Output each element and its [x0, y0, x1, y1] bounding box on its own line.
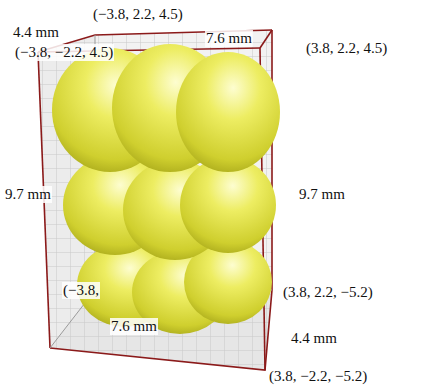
dimension-label: 9.7 mm	[298, 186, 346, 203]
coordinate-label: (3.8, −2.2, −5.2)	[268, 368, 368, 385]
dimension-label: 9.7 mm	[4, 186, 52, 203]
dimension-label: 7.6 mm	[110, 318, 158, 335]
dimension-label: 4.4 mm	[290, 330, 338, 347]
coordinate-label: (3.8, 2.2, 4.5)	[305, 40, 388, 57]
coordinate-label: (−3.8, −2.2, 4.5)	[14, 44, 114, 61]
coordinate-label: (3.8, 2.2, −5.2)	[282, 284, 374, 301]
coordinate-label: (−3.8,	[62, 282, 100, 299]
coordinate-label: (−3.8, 2.2, 4.5)	[92, 6, 184, 23]
dimension-label: 4.4 mm	[12, 24, 60, 41]
dimension-label: 7.6 mm	[205, 30, 253, 47]
